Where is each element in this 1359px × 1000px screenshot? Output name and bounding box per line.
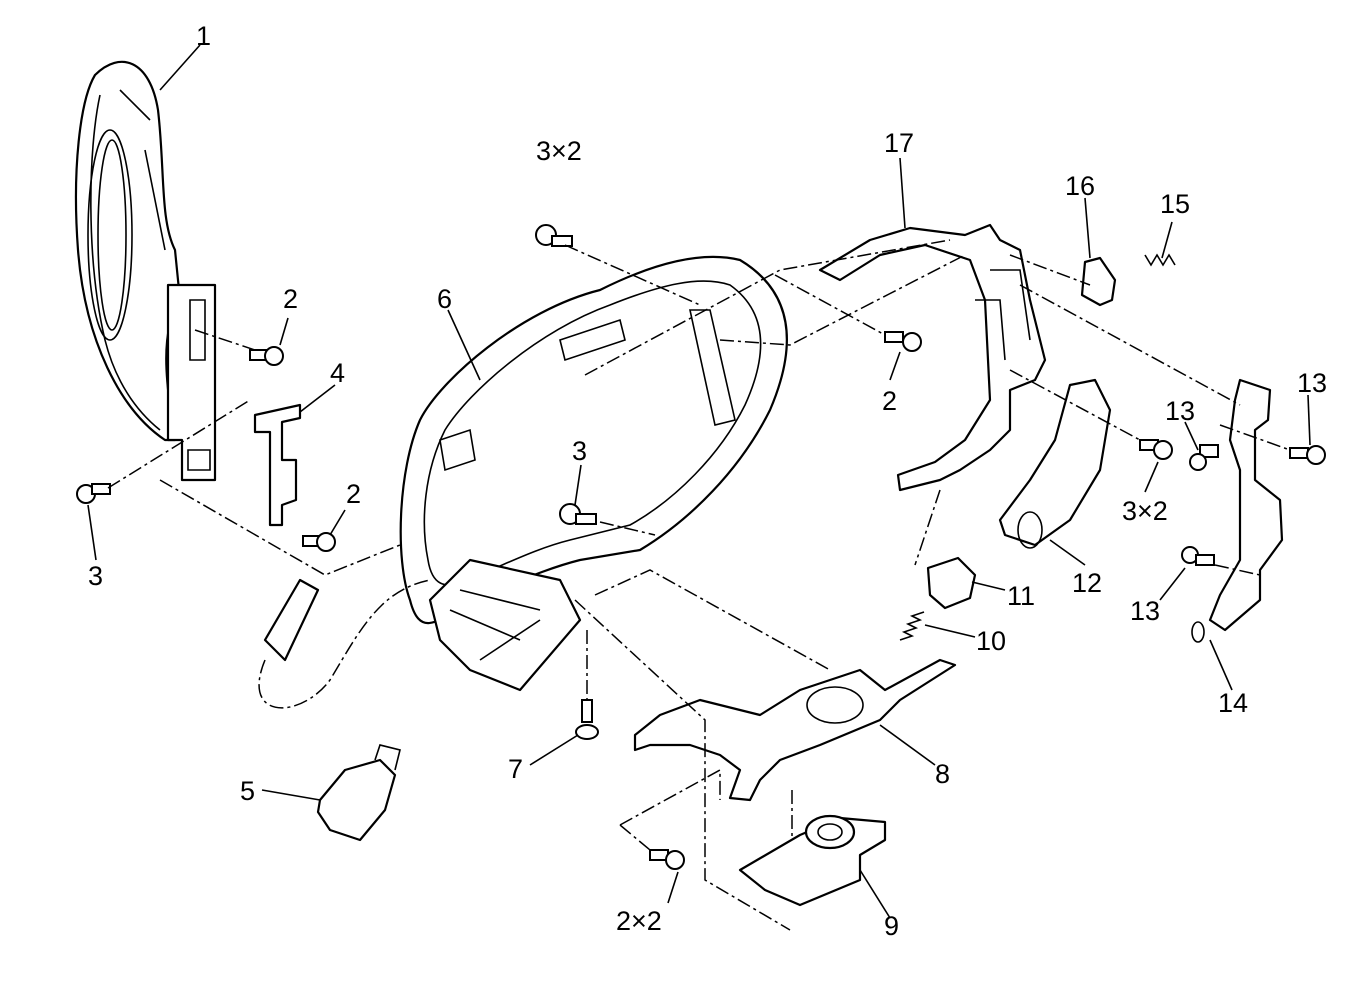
screw-2-upper xyxy=(249,346,284,366)
screw-3-left xyxy=(76,483,111,504)
flex-cable xyxy=(258,578,431,709)
part-16-clip xyxy=(1080,256,1117,307)
part-14-right-bracket xyxy=(1191,378,1284,643)
label-part-10: 10 xyxy=(976,626,1006,656)
label-part-3-center: 3 xyxy=(572,436,587,466)
label-part-13-c: 13 xyxy=(1130,596,1160,626)
label-part-6: 6 xyxy=(437,284,452,314)
part-1-cover xyxy=(74,60,217,482)
label-part-8: 8 xyxy=(935,759,950,789)
leader-lines xyxy=(87,44,1311,919)
label-part-7: 7 xyxy=(508,754,523,784)
label-part-2-right: 2 xyxy=(882,386,897,416)
label-part-3x2-right: 3×2 xyxy=(1122,496,1168,526)
screw-3x2-right xyxy=(1139,439,1173,460)
label-part-3x2-top: 3×2 xyxy=(536,136,582,166)
label-part-17: 17 xyxy=(884,128,914,158)
screw-2-lower xyxy=(302,532,336,552)
part-17-right-frame xyxy=(818,223,1047,492)
part-5-connector xyxy=(316,744,401,842)
alignment-lines xyxy=(107,239,1291,931)
screw-3-center xyxy=(559,503,597,525)
screw-13-c xyxy=(1181,546,1215,566)
screw-2x2 xyxy=(649,849,685,870)
part-10-spring xyxy=(899,611,925,641)
label-part-16: 16 xyxy=(1065,171,1095,201)
part-12-motor xyxy=(998,378,1112,549)
label-part-3-left: 3 xyxy=(88,561,103,591)
label-part-2-lower: 2 xyxy=(346,479,361,509)
part-9-board xyxy=(738,814,887,907)
label-part-11: 11 xyxy=(1007,581,1035,611)
label-part-2x2: 2×2 xyxy=(616,906,662,936)
screw-2-right xyxy=(884,331,922,352)
part-6-main-frame xyxy=(399,255,788,692)
label-part-13-a: 13 xyxy=(1165,396,1195,426)
part-15-spring xyxy=(1144,253,1176,267)
part-8-base-plate xyxy=(633,658,957,802)
label-part-1: 1 xyxy=(196,21,211,51)
screw-13-a xyxy=(1189,444,1219,471)
part-11-latch xyxy=(926,556,977,610)
part-4-bracket xyxy=(253,403,302,527)
screw-7 xyxy=(575,699,599,740)
label-part-2-upper: 2 xyxy=(283,284,298,314)
label-part-4: 4 xyxy=(330,358,345,388)
label-part-14: 14 xyxy=(1218,688,1248,718)
label-part-13-b: 13 xyxy=(1297,368,1327,398)
label-part-5: 5 xyxy=(240,776,255,806)
part-labels: 1 2 4 2 3 3×2 6 3 17 2 16 15 13 13 3×2 1… xyxy=(88,21,1327,941)
screw-13-b xyxy=(1289,445,1326,465)
screw-3x2-top xyxy=(535,224,573,247)
label-part-15: 15 xyxy=(1160,189,1190,219)
label-part-9: 9 xyxy=(884,911,899,941)
label-part-12: 12 xyxy=(1072,568,1102,598)
